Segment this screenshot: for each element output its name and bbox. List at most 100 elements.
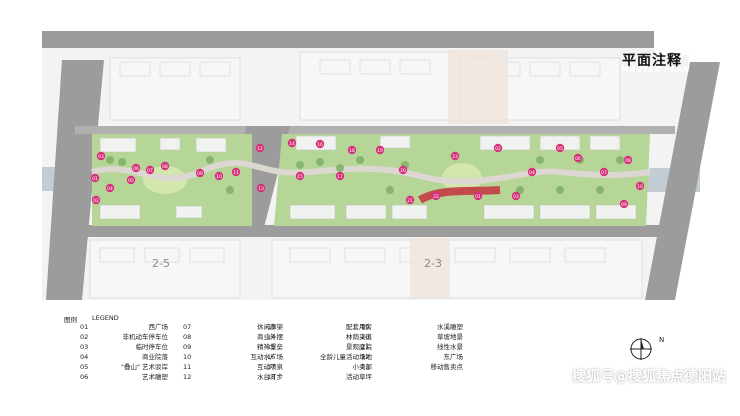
map-marker bbox=[255, 143, 265, 153]
legend-item-label: 互动水广场 bbox=[250, 353, 284, 361]
map-marker bbox=[195, 168, 205, 178]
map-marker-label: 16 bbox=[317, 142, 323, 148]
road-east bbox=[645, 62, 720, 300]
title-en: MASTER PLAN bbox=[621, 65, 691, 74]
legend-item-number: 11 bbox=[183, 363, 192, 371]
legend-item-label: 休闲廊架 bbox=[257, 323, 283, 331]
legend-item-label: 移动售卖点 bbox=[430, 363, 464, 371]
map-marker-label: 11 bbox=[233, 170, 239, 176]
legend-item-label: 西广场 bbox=[148, 323, 169, 331]
legend-item-label: 水台汀步 bbox=[257, 373, 283, 381]
map-marker-label: 19 bbox=[377, 148, 383, 154]
map-marker-label: 15 bbox=[297, 174, 303, 180]
map-marker bbox=[131, 163, 141, 173]
road-north bbox=[42, 31, 654, 48]
map-marker-label: 07 bbox=[601, 170, 607, 176]
legend-item-number: 01 bbox=[80, 323, 89, 331]
map-marker bbox=[126, 175, 136, 185]
map-marker-label: 01 bbox=[92, 176, 98, 182]
map-marker bbox=[315, 139, 325, 149]
map-marker bbox=[555, 143, 565, 153]
map-marker bbox=[375, 145, 385, 155]
legend-item-number: 03 bbox=[80, 343, 89, 351]
legend-item-label: 配套用房 bbox=[346, 323, 372, 331]
map-marker bbox=[473, 191, 483, 201]
map-marker-label: 13 bbox=[258, 186, 264, 192]
map-marker bbox=[623, 155, 633, 165]
legend-item-label: 小卖部 bbox=[352, 363, 373, 371]
road-mid-north bbox=[75, 126, 675, 134]
map-marker-label: 23 bbox=[452, 154, 458, 160]
map-marker-label: 09 bbox=[621, 202, 627, 208]
map-marker-label: 18 bbox=[349, 148, 355, 154]
map-marker-label: 03 bbox=[513, 194, 519, 200]
legend-item-label: 互动喷泉 bbox=[257, 363, 283, 371]
legend-item-label: 艺术雕塑 bbox=[142, 373, 168, 381]
legend-item: 13 配套用房 bbox=[267, 323, 372, 332]
road-south bbox=[75, 225, 675, 237]
map-marker-label: 10 bbox=[637, 184, 643, 190]
map-marker-label: 02 bbox=[93, 198, 99, 204]
map-marker-label: 08 bbox=[625, 158, 631, 164]
map-marker-label: 06 bbox=[133, 166, 139, 172]
legend-item-number: 13 bbox=[267, 323, 276, 331]
legend-item-number: 22 bbox=[361, 353, 370, 361]
legend-item-number: 17 bbox=[267, 363, 276, 371]
map-marker-label: 06 bbox=[575, 156, 581, 162]
legend-item-label: 水溪雕塑 bbox=[437, 323, 463, 331]
legend-item: 16 全龄儿童活动场地 bbox=[267, 353, 372, 362]
legend-item: 20 草坡地景 bbox=[361, 333, 463, 342]
legend-item-label: 非机动车停车位 bbox=[122, 333, 169, 341]
legend-item-number: 12 bbox=[183, 373, 192, 381]
legend-item-label: 全龄儿童活动场地 bbox=[320, 353, 372, 361]
map-marker bbox=[405, 195, 415, 205]
legend-item-label: 商业院落 bbox=[142, 353, 168, 361]
map-marker bbox=[635, 181, 645, 191]
map-marker bbox=[431, 191, 441, 201]
legend-item: 01 西广场 bbox=[80, 323, 168, 332]
map-marker-label: 05 bbox=[557, 146, 563, 152]
legend-item: 23 移动售卖点 bbox=[361, 363, 463, 372]
legend-item: 05"叠山" 艺术驳岸 bbox=[80, 363, 168, 372]
map-marker bbox=[527, 167, 537, 177]
south-approach bbox=[410, 238, 450, 298]
legend-item-number: 16 bbox=[267, 353, 276, 361]
legend-item-number: 09 bbox=[183, 343, 192, 351]
map-marker bbox=[450, 151, 460, 161]
map-marker-label: 04 bbox=[529, 170, 535, 176]
legend-item-number: 20 bbox=[361, 333, 370, 341]
map-marker bbox=[287, 138, 297, 148]
map-marker bbox=[511, 191, 521, 201]
legend-item-number: 14 bbox=[267, 333, 276, 341]
map-marker bbox=[295, 171, 305, 181]
map-marker-label: 03 bbox=[98, 154, 104, 160]
map-marker bbox=[90, 173, 100, 183]
legend-item-number: 23 bbox=[361, 363, 370, 371]
legend-head-en: LEGEND bbox=[92, 314, 119, 322]
map-marker-label: 10 bbox=[216, 174, 222, 180]
lawn-east bbox=[442, 163, 482, 193]
map-marker-label: 07 bbox=[147, 168, 153, 174]
legend-item-label: 草坡地景 bbox=[437, 333, 463, 341]
map-marker bbox=[619, 199, 629, 209]
map-marker-label: 05 bbox=[128, 178, 134, 184]
park-buildings bbox=[99, 135, 637, 220]
map-marker bbox=[493, 143, 503, 153]
map-marker bbox=[105, 183, 115, 193]
map-marker bbox=[256, 183, 266, 193]
legend-item-label: "叠山" 艺术驳岸 bbox=[120, 363, 168, 371]
map-marker bbox=[398, 165, 408, 175]
map-marker-label: 04 bbox=[107, 186, 113, 192]
map-marker-label: 21 bbox=[407, 198, 413, 204]
east-plaza-red bbox=[417, 186, 501, 204]
